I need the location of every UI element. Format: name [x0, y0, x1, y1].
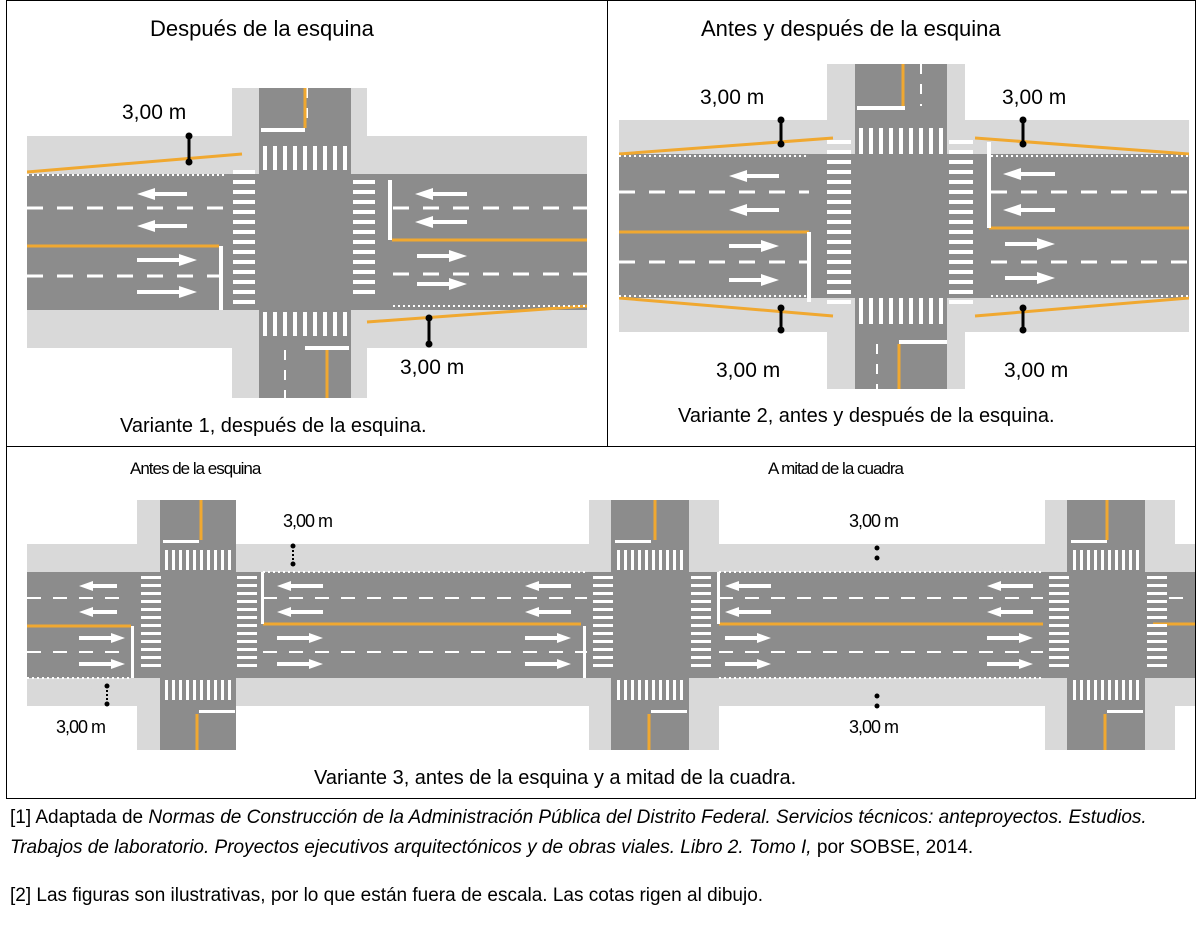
crosswalk-stripe — [233, 270, 255, 274]
crosswalk-stripe — [353, 270, 375, 274]
crosswalk-stripe — [353, 260, 375, 264]
crosswalk-stripe — [273, 312, 277, 336]
curb-line — [974, 296, 1189, 318]
panel-1-title: Después de la esquina — [150, 16, 374, 41]
panel-2-caption: Variante 2, antes y después de la esquin… — [678, 405, 1055, 427]
crosswalk-stripe — [353, 290, 375, 294]
curb-line — [27, 152, 243, 174]
crosswalk-stripe — [233, 220, 255, 224]
stop-bar — [305, 346, 349, 350]
crosswalk-stripe — [283, 146, 287, 170]
crosswalk-stripe — [353, 230, 375, 234]
arrow-left-icon — [729, 168, 1055, 216]
dimension-label: 3,00 m — [716, 359, 781, 382]
dimension-label: 3,00 m — [700, 86, 765, 109]
crosswalk-stripe — [233, 200, 255, 204]
arrow-right-icon — [137, 250, 467, 298]
crosswalk-stripe — [293, 312, 297, 336]
crosswalk-stripe — [283, 312, 287, 336]
crosswalk-stripe — [233, 280, 255, 284]
footnote-1-suffix: por SOBSE, 2014. — [811, 837, 974, 858]
crosswalk-stripe — [233, 300, 255, 304]
dimension-label: 3,00 m — [849, 511, 899, 531]
crosswalk-stripe — [293, 146, 297, 170]
dimension-label: 3,00 m — [1004, 359, 1069, 382]
crosswalk-stripe — [233, 240, 255, 244]
panel-2-title: Antes y después de la esquina — [701, 16, 1001, 41]
dimension-label: 3,00 m — [1002, 86, 1067, 109]
crosswalk-stripe — [323, 312, 327, 336]
footnotes: [1] Adaptada de Normas de Construcción d… — [10, 803, 1190, 911]
arrow-right-icon — [729, 238, 1055, 286]
panel-2-diagram — [619, 64, 1189, 389]
dimension-label: 3,00 m — [400, 356, 465, 379]
panel-1-diagram — [27, 88, 587, 398]
panel-3-title-left: Antes de la esquina — [130, 459, 261, 478]
crosswalk-stripe — [333, 312, 337, 336]
crosswalk-stripe — [263, 312, 267, 336]
crosswalk-stripe — [353, 200, 375, 204]
crosswalk-stripe — [273, 146, 277, 170]
crosswalk-stripe — [313, 146, 317, 170]
crosswalk-stripe — [323, 146, 327, 170]
panel-3-diagram — [27, 500, 1195, 750]
stop-bar — [388, 180, 392, 240]
road — [259, 88, 351, 398]
crosswalk-stripe — [353, 180, 375, 184]
road — [855, 64, 947, 389]
crosswalk-stripe — [233, 230, 255, 234]
dimension-label: 3,00 m — [849, 717, 899, 737]
crosswalk-stripe — [233, 190, 255, 194]
arrow-right-icon — [79, 633, 1033, 669]
panel-1-caption: Variante 1, después de la esquina. — [120, 415, 427, 437]
crosswalk-stripe — [353, 280, 375, 284]
curb-line — [366, 304, 587, 324]
crosswalk-stripe — [353, 220, 375, 224]
arrow-left-icon — [79, 581, 1033, 617]
crosswalk-stripe — [233, 210, 255, 214]
crosswalk-stripe — [343, 312, 347, 336]
crosswalk-stripe — [313, 312, 317, 336]
arrow-left-icon — [137, 188, 467, 232]
curb-line — [619, 296, 834, 318]
stop-bar — [261, 128, 305, 132]
curb-line — [619, 136, 834, 156]
crosswalk-stripe — [353, 190, 375, 194]
curb-extension — [367, 310, 587, 328]
crosswalk-stripe — [233, 290, 255, 294]
panel-3-caption: Variante 3, antes de la esquina y a mita… — [314, 767, 797, 789]
footnote-1-title: Normas de Construcción de la Administrac… — [10, 807, 1147, 858]
dimension-label: 3,00 m — [283, 511, 333, 531]
crosswalk-stripe — [303, 146, 307, 170]
crosswalk-stripe — [233, 250, 255, 254]
crosswalk-stripe — [353, 240, 375, 244]
crosswalk-stripe — [353, 250, 375, 254]
dimension-label: 3,00 m — [122, 101, 187, 124]
crosswalk-stripe — [263, 146, 267, 170]
crosswalk-stripe — [303, 312, 307, 336]
crosswalk-stripe — [333, 146, 337, 170]
panel-3-title-right: A mitad de la cuadra — [768, 459, 904, 478]
crosswalk-stripe — [233, 180, 255, 184]
crosswalk-stripe — [353, 210, 375, 214]
crosswalk-stripe — [233, 170, 255, 174]
dimension-label: 3,00 m — [56, 717, 106, 737]
footnote-2: [2] Las figuras son ilustrativas, por lo… — [10, 885, 764, 906]
stop-bar — [219, 246, 223, 310]
crosswalk-stripe — [343, 146, 347, 170]
footnote-1: [1] Adaptada de Normas de Construcción d… — [10, 803, 1190, 863]
crosswalk-stripe — [233, 260, 255, 264]
footnote-1-prefix: [1] Adaptada de — [10, 807, 149, 828]
curb-line — [974, 136, 1189, 156]
